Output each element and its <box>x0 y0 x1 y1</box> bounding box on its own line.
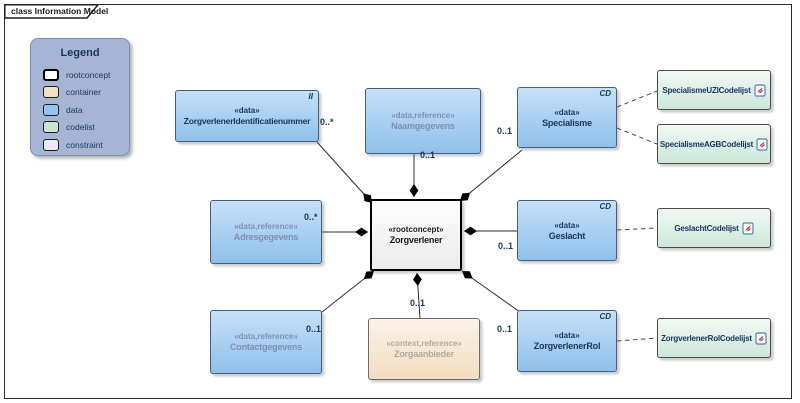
multiplicity-zorgverlenerrol: 0..1 <box>497 324 513 334</box>
container-swatch <box>43 86 59 99</box>
legend-title: Legend <box>60 47 100 59</box>
edge-zorgaanbieder <box>413 272 422 319</box>
legend-panel: Legend rootconcept container data codeli… <box>30 38 130 156</box>
dashed-edge-geslacht-codelijst <box>616 227 658 231</box>
legend-item-container: container <box>43 84 129 102</box>
node-adresgegevens[interactable]: «data,reference» Adresgegevens <box>210 200 322 264</box>
node-stereotype: «data,reference» <box>234 332 298 341</box>
document-icon <box>755 331 767 345</box>
legend-label: container <box>66 87 101 98</box>
legend-item-rootconcept: rootconcept <box>43 66 129 84</box>
node-zorgverlener-rootconcept[interactable]: «rootconcept» Zorgverlener <box>370 199 462 271</box>
legend-item-constraint: constraint <box>43 136 129 154</box>
node-stereotype: «rootconcept» <box>388 225 444 234</box>
node-name: ZorgverlenerIdentificatienummer <box>183 116 311 126</box>
document-icon <box>754 83 766 97</box>
multiplicity-geslacht: 0..1 <box>498 241 514 251</box>
node-name: SpecialismeAGBCodelijst <box>659 139 754 149</box>
node-name: Zorgverlener <box>389 235 443 245</box>
multiplicity-contactgegevens: 0..1 <box>306 324 322 334</box>
node-name: ZorgverlenerRolCodelijst <box>661 333 752 343</box>
node-specialisme-agb-codelijst[interactable]: SpecialismeAGBCodelijst <box>657 124 771 164</box>
node-specialisme[interactable]: CD «data» Specialisme <box>517 87 617 148</box>
dashed-edge-specialisme-uzi <box>616 90 658 108</box>
edge-identificatienummer <box>316 141 373 204</box>
legend-label: rootconcept <box>66 69 111 80</box>
diagram-tab-title: class Information Model <box>11 6 109 16</box>
edge-specialisme <box>459 149 523 202</box>
node-zorgverlenerrol-codelijst[interactable]: ZorgverlenerRolCodelijst <box>657 318 771 358</box>
node-name: Naamgegevens <box>391 121 455 131</box>
multiplicity-specialisme: 0..1 <box>497 126 513 136</box>
node-zorgaanbieder[interactable]: «context,reference» Zorgaanbieder <box>368 318 480 380</box>
edge-contactgegevens <box>321 270 375 313</box>
node-zorgverleneridentificatienummer[interactable]: II «data» ZorgverlenerIdentificatienumme… <box>175 90 319 142</box>
node-stereotype: «context,reference» <box>386 339 462 348</box>
node-name: Zorgaanbieder <box>394 349 454 359</box>
codelist-swatch <box>43 121 59 134</box>
data-swatch <box>43 103 59 116</box>
node-name: Contactgegevens <box>229 342 303 352</box>
legend-label: codelist <box>66 122 95 133</box>
node-name: Geslacht <box>548 230 586 241</box>
node-naamgegevens[interactable]: «data,reference» Naamgegevens <box>365 88 481 154</box>
document-icon <box>741 221 754 235</box>
codeableconcept-marker: CD <box>599 89 611 98</box>
frame-tab <box>4 4 100 19</box>
legend-label: data <box>66 104 83 115</box>
node-specialisme-uzi-codelijst[interactable]: SpecialismeUZICodelijst <box>657 70 771 110</box>
legend-item-codelist: codelist <box>43 119 129 137</box>
node-stereotype: «data» <box>554 107 580 117</box>
node-stereotype: «data» <box>234 106 260 115</box>
node-zorgverlenerrol[interactable]: CD «data» ZorgverlenerRol <box>517 310 617 372</box>
node-stereotype: «data» <box>554 331 580 340</box>
identifier-marker: II <box>308 92 313 101</box>
node-name: Adresgegevens <box>233 232 299 242</box>
node-stereotype: «data,reference» <box>234 222 298 231</box>
dashed-edge-specialisme-agb <box>616 127 658 145</box>
legend-label: constraint <box>66 139 103 150</box>
dashed-edge-zorgverlenerrol-codelijst <box>616 337 658 342</box>
document-icon <box>756 137 768 151</box>
edge-zorgverlenerrol <box>461 270 521 313</box>
node-contactgegevens[interactable]: «data,reference» Contactgegevens <box>210 310 322 374</box>
node-name: Specialisme <box>542 117 592 128</box>
node-name: SpecialismeUZICodelijst <box>662 85 751 95</box>
node-stereotype: «data,reference» <box>391 111 455 120</box>
multiplicity-naamgegevens: 0..1 <box>420 150 436 160</box>
multiplicity-identificatienummer: 0..* <box>320 117 334 127</box>
multiplicity-adresgegevens: 0..* <box>304 212 318 222</box>
node-stereotype: «data» <box>554 220 580 230</box>
rootconcept-swatch <box>43 68 59 81</box>
codeableconcept-marker: CD <box>599 202 611 211</box>
codeableconcept-marker: CD <box>599 312 611 321</box>
node-name: GeslachtCodelijst <box>674 223 739 233</box>
node-name: ZorgverlenerRol <box>533 341 601 351</box>
constraint-swatch <box>43 138 59 151</box>
diagram-frame <box>4 4 792 399</box>
multiplicity-zorgaanbieder: 0..1 <box>410 298 426 308</box>
node-geslacht[interactable]: CD «data» Geslacht <box>517 200 617 261</box>
node-geslacht-codelijst[interactable]: GeslachtCodelijst <box>657 208 771 248</box>
legend-item-data: data <box>43 101 129 119</box>
